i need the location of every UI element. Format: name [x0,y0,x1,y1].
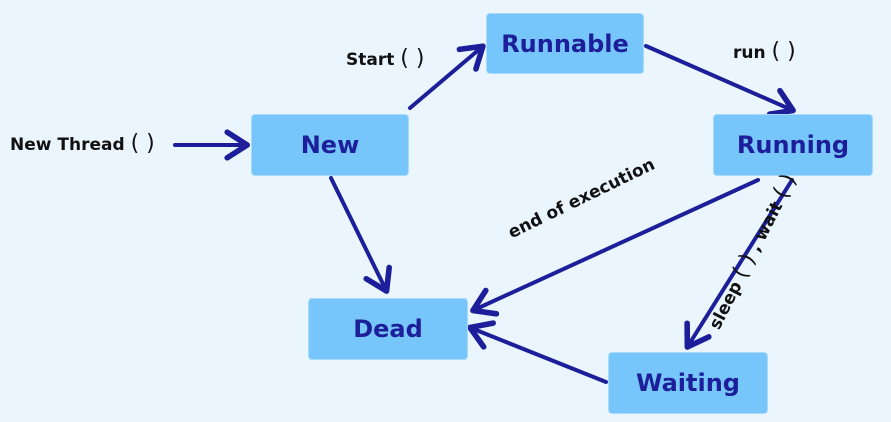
label-start: Start ( ) [346,46,424,71]
state-dead: Dead [308,298,468,360]
state-runnable-label: Runnable [501,29,629,58]
arrow-waiting-to-dead [467,320,608,384]
arrow-running-to-waiting [684,178,794,350]
state-new: New [251,114,409,176]
label-run-text: run [733,43,766,63]
arrow-new-to-dead [329,176,393,294]
state-running: Running [713,114,873,176]
label-run: run ( ) [733,39,796,64]
state-dead-label: Dead [353,315,423,343]
state-runnable: Runnable [486,13,644,74]
label-new-thread: New Thread ( ) [10,131,155,156]
label-run-parens: ( ) [771,39,796,64]
state-running-label: Running [736,131,850,159]
arrow-running-to-dead [470,178,760,317]
state-waiting: Waiting [608,352,768,414]
label-start-text: Start [346,50,395,70]
label-new-thread-text: New Thread [10,135,125,155]
arrow-new-to-runnable [408,43,486,110]
state-new-label: New [300,131,360,159]
label-start-parens: ( ) [400,46,425,71]
arrow-runnable-to-running [644,44,796,117]
label-new-thread-parens: ( ) [130,131,155,156]
state-waiting-label: Waiting [635,369,740,397]
